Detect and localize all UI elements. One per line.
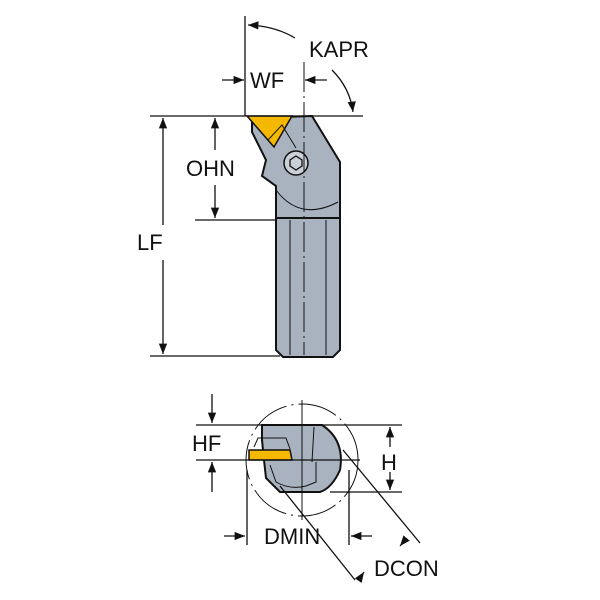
side-view: KAPR WF OHN LF [137, 16, 369, 358]
h-label: H [381, 450, 397, 475]
bar-cross-section [261, 424, 342, 493]
end-view: HF H DMIN DCON [192, 394, 439, 583]
dmin-label: DMIN [264, 524, 320, 549]
kapr-label: KAPR [309, 37, 369, 62]
clamp-screw-icon [283, 150, 309, 176]
insert-end [248, 449, 293, 461]
dcon-label: DCON [374, 556, 439, 581]
hf-label: HF [192, 431, 221, 456]
tool-shank [275, 217, 341, 358]
ohn-label: OHN [186, 156, 235, 181]
lf-label: LF [137, 230, 163, 255]
wf-label: WF [250, 68, 284, 93]
